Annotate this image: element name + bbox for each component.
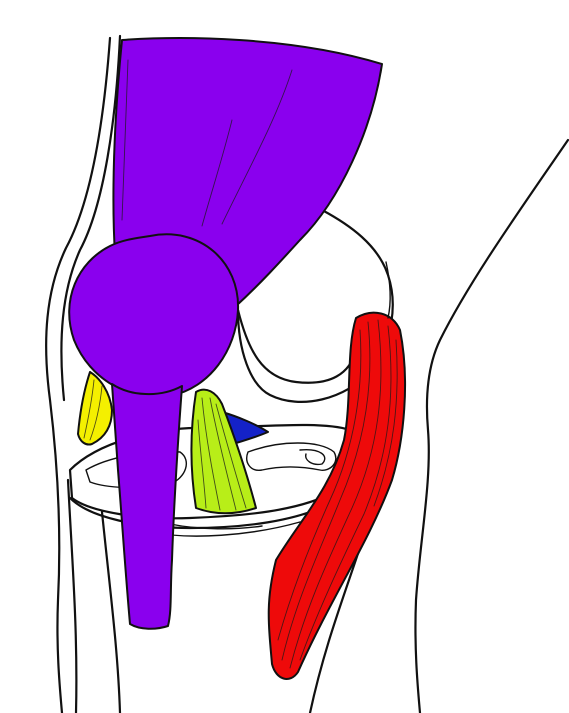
meniscus-inner-right: [247, 443, 336, 470]
patellar-ligament-fill: [112, 384, 182, 629]
yellow-ligament-fill: [78, 372, 112, 445]
green-ligament: [192, 390, 257, 514]
red-muscle-fill: [269, 313, 405, 679]
yellow-ligament: [78, 372, 112, 445]
shin-contour-left: [68, 480, 76, 713]
red-muscle: [269, 313, 405, 679]
right-skin-contour: [415, 140, 568, 713]
shin-contour-mid: [102, 512, 120, 713]
femur-notch-line: [238, 310, 356, 383]
patella-fill: [69, 234, 238, 397]
meniscus-curl: [300, 450, 325, 465]
green-ligament-fill: [192, 390, 257, 514]
